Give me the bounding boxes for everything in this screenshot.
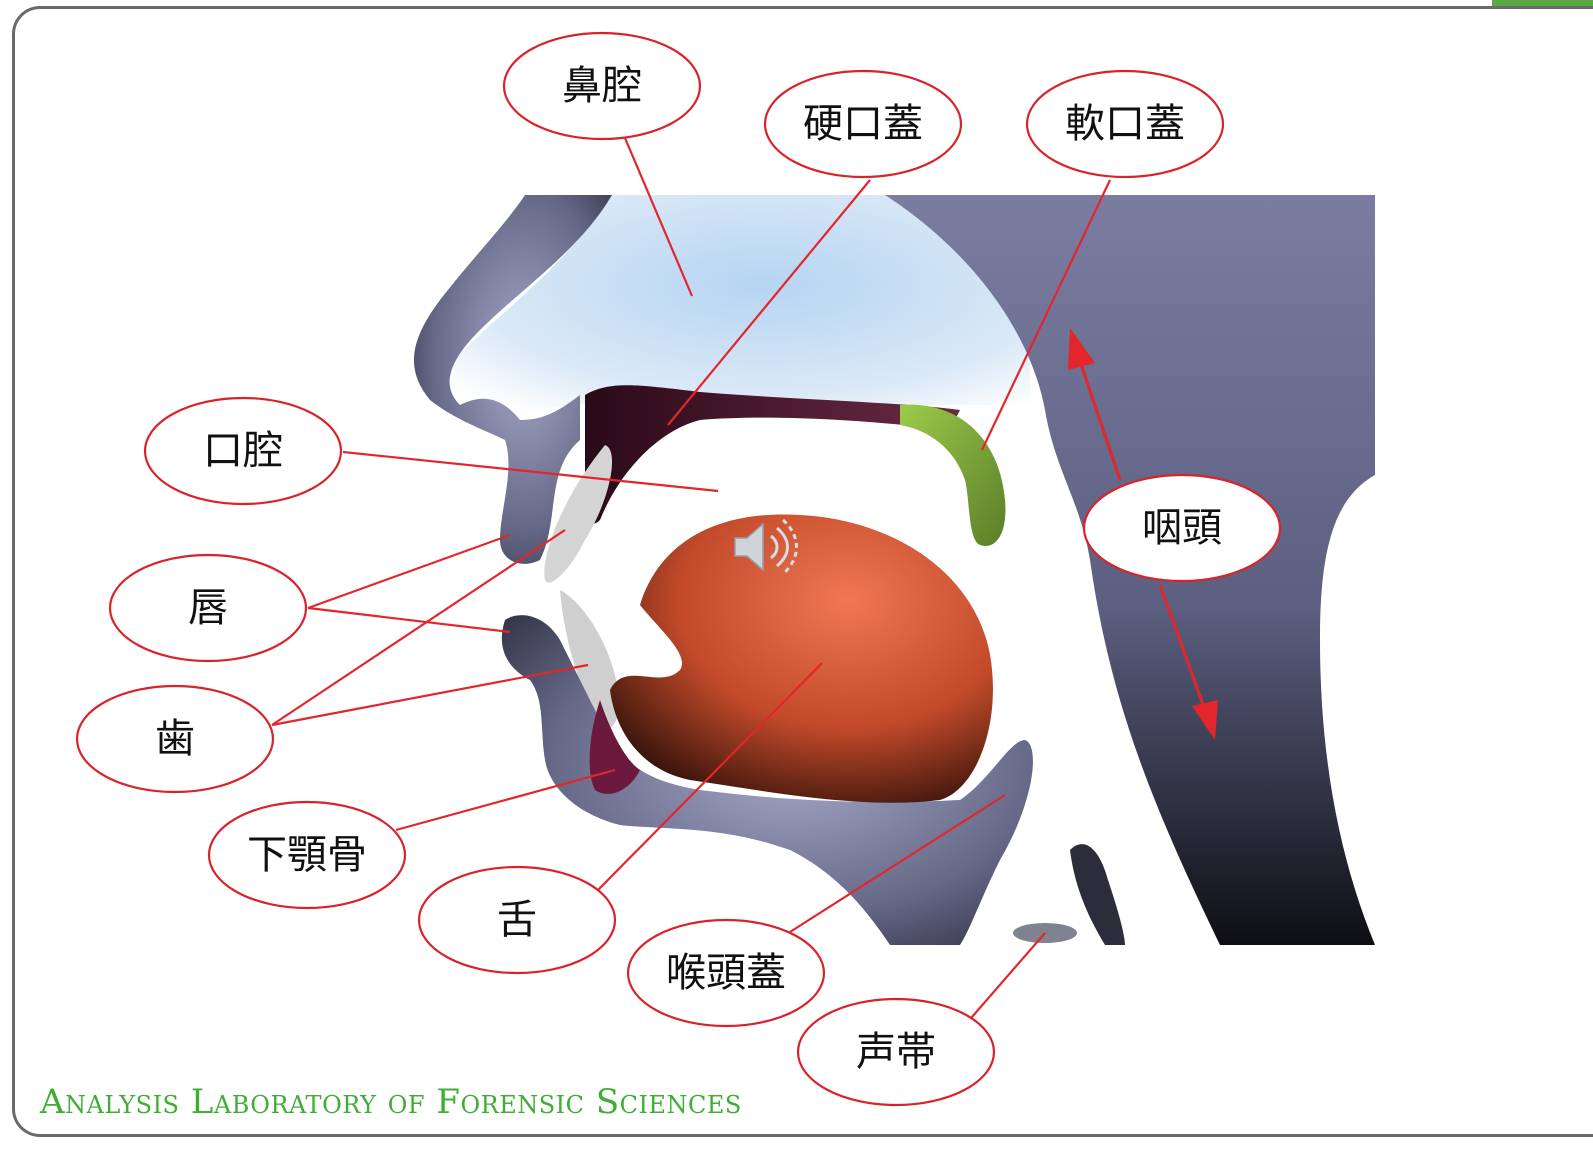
label-nasal-cavity: 鼻腔	[504, 33, 700, 139]
svg-text:喉頭蓋: 喉頭蓋	[666, 950, 786, 996]
label-oral-cavity: 口腔	[145, 398, 341, 504]
svg-text:歯: 歯	[155, 716, 195, 762]
larynx-shape	[1070, 844, 1125, 945]
svg-text:下顎骨: 下顎骨	[247, 832, 367, 878]
svg-text:鼻腔: 鼻腔	[562, 63, 642, 109]
soft-palate-shape	[900, 405, 1005, 546]
leader-vocal	[965, 933, 1045, 1025]
svg-text:咽頭: 咽頭	[1142, 505, 1222, 551]
svg-text:硬口蓋: 硬口蓋	[803, 101, 923, 147]
label-soft-palate: 軟口蓋	[1027, 71, 1223, 177]
svg-text:軟口蓋: 軟口蓋	[1065, 101, 1185, 147]
svg-text:唇: 唇	[188, 585, 228, 631]
footer-credit: Analysis Laboratory of Forensic Sciences	[40, 1082, 742, 1122]
label-mandible: 下顎骨	[209, 802, 405, 908]
leader-lips-lower	[308, 608, 510, 632]
svg-text:声帯: 声帯	[856, 1029, 936, 1075]
label-tongue: 舌	[419, 867, 615, 973]
label-epiglottis: 喉頭蓋	[628, 920, 824, 1026]
label-teeth: 歯	[77, 686, 273, 792]
label-hard-palate: 硬口蓋	[765, 71, 961, 177]
svg-text:口腔: 口腔	[203, 428, 283, 474]
tongue-shape	[610, 514, 993, 802]
label-pharynx: 咽頭	[1084, 475, 1280, 581]
label-lips: 唇	[110, 555, 306, 661]
leader-lips-upper	[308, 535, 510, 608]
label-vocal-cords: 声帯	[798, 999, 994, 1105]
svg-text:舌: 舌	[497, 897, 537, 943]
